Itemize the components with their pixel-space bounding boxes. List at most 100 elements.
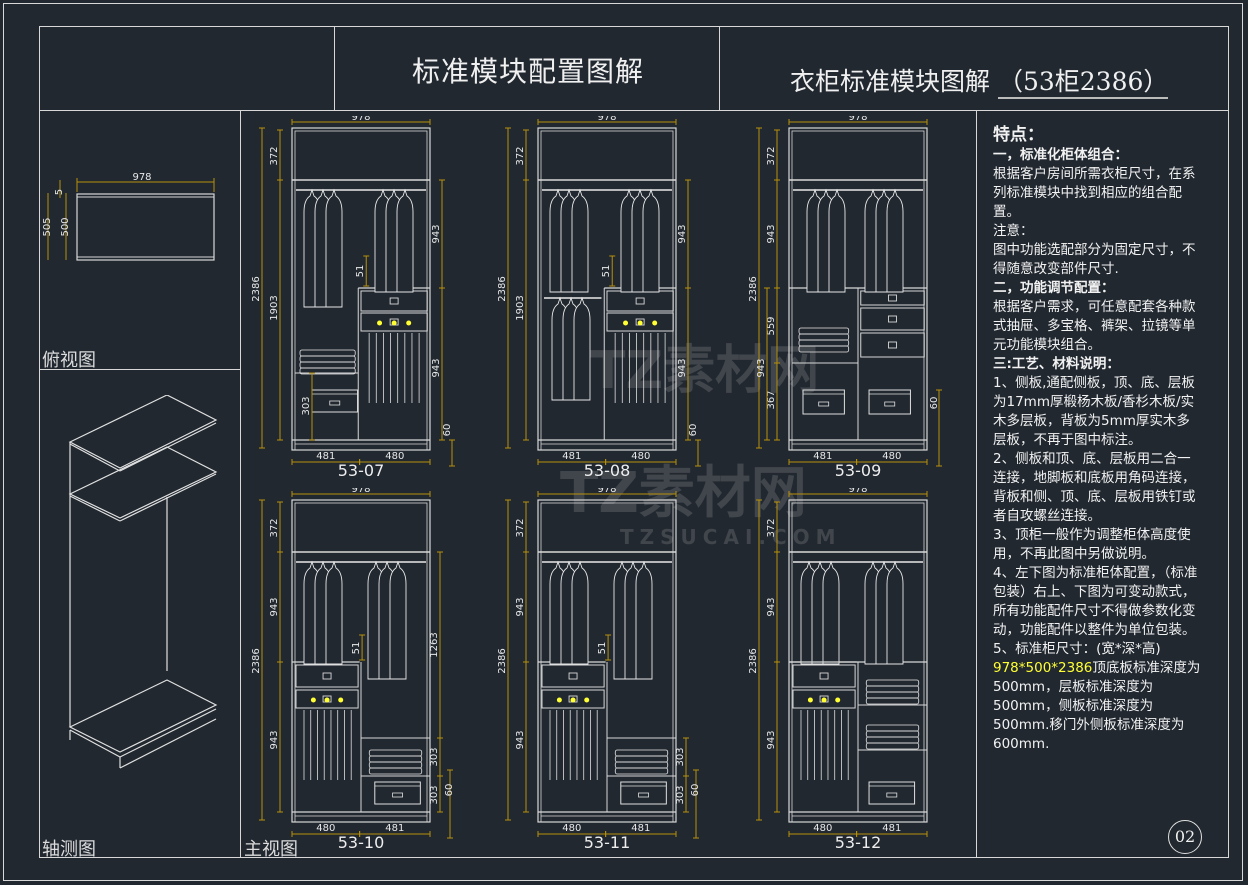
folded-clothes-icon: [865, 697, 920, 705]
dim-right-width: 481: [882, 823, 901, 834]
cabinet-code: 53-10: [338, 833, 385, 852]
drawer: [606, 290, 674, 312]
dim-plinth: 60: [444, 784, 455, 797]
frame-bottom: [39, 857, 1229, 858]
storage-box-icon: [620, 781, 667, 805]
dim-right-shelf-1: 303: [429, 747, 440, 766]
top-view-depth-inner: 500: [60, 217, 71, 236]
top-view-width: 978: [132, 172, 151, 183]
dim-top: 372: [766, 146, 777, 165]
dim-left-width: 481: [316, 451, 335, 462]
dim-width: 978: [597, 488, 616, 495]
garment-icon: [886, 560, 904, 665]
garment-icon: [325, 188, 343, 308]
dim-height: 2386: [497, 648, 508, 673]
pant-rack-knob-icon: [835, 697, 841, 703]
outer-frame-bottom: [3, 880, 1243, 881]
garment-icon: [325, 560, 343, 665]
drawer-handle-icon: [888, 294, 897, 302]
frame-right: [1228, 26, 1229, 858]
dim-small: 51: [355, 265, 366, 278]
notes-section-2-body: 根据客户需求，可任意配套各种款式抽屉、多宝格、裤架、拉镜等单元功能模块组合。: [993, 299, 1196, 353]
folded-clothes-icon: [614, 755, 669, 763]
drawer-handle-icon: [888, 341, 897, 349]
dim-right-upper: 943: [431, 224, 442, 243]
garment-icon: [571, 188, 589, 293]
drawer-handle-icon: [819, 672, 829, 680]
dim-left-width: 480: [562, 823, 581, 834]
folded-clothes-icon: [865, 685, 920, 693]
garment-icon: [396, 188, 414, 293]
folded-clothes-icon: [299, 367, 356, 375]
dim-plinth: 60: [690, 784, 701, 797]
dim-right-shelf-2: 303: [675, 785, 686, 804]
garment-icon: [635, 560, 653, 680]
storage-box-icon: [374, 781, 421, 805]
pant-rack-knob-icon: [570, 697, 576, 703]
dim-small: 51: [597, 642, 608, 655]
drawer-handle-icon: [888, 315, 897, 323]
notes-section-1-title: 一，标准化柜体组合：: [993, 147, 1128, 163]
pant-rack-knob-icon: [807, 697, 813, 703]
dim-lower-total: 943: [756, 358, 767, 377]
cabinet-code: 53-11: [584, 833, 631, 852]
watermark-brand-1: TZ素材网: [590, 341, 820, 401]
notes-section-1-body: 根据客户房间所需衣柜尺寸，在系列标准模块中找到相应的组合配置。: [993, 166, 1196, 220]
top-view-drawing: 978 505 500 5: [42, 172, 215, 261]
dim-plinth: 60: [688, 424, 699, 437]
page-number: 02: [1168, 820, 1202, 854]
pant-rack-knob-icon: [391, 320, 397, 326]
notes-p5-dims: 978*500*2386: [993, 660, 1093, 676]
dim-left-inner: 1903: [515, 295, 526, 320]
garment-icon: [822, 560, 840, 665]
dim-height: 2386: [251, 648, 262, 673]
pant-rack-knob-icon: [637, 320, 643, 326]
pant-rack-knob-icon: [652, 320, 658, 326]
dim-left-upper: 943: [515, 597, 526, 616]
folded-clothes-icon: [299, 349, 356, 357]
garment-icon: [571, 560, 589, 665]
garment-icon: [573, 296, 591, 401]
pant-rack-knob-icon: [623, 320, 629, 326]
folded-clothes-icon: [865, 742, 920, 750]
drawer-handle-icon: [389, 297, 399, 305]
dim-left-lower: 943: [269, 730, 280, 749]
notes-p5-prefix: 5、标准柜尺寸：(宽*深*高): [993, 641, 1161, 657]
drawer: [860, 290, 925, 306]
garment-icon: [828, 188, 846, 293]
top-view-depth-outer: 505: [42, 217, 53, 236]
dim-plinth: 60: [442, 424, 453, 437]
pant-rack-drawer: [295, 689, 359, 709]
dim-height: 2386: [748, 276, 759, 301]
dim-right-shelf-1: 303: [675, 747, 686, 766]
folded-clothes-icon: [865, 691, 920, 699]
dim-top: 372: [515, 518, 526, 537]
pant-rack-knob-icon: [821, 697, 827, 703]
watermark-url: TZSUCAI.COM: [620, 525, 842, 549]
dim-width: 978: [351, 488, 370, 495]
dim-left-width: 481: [562, 451, 581, 462]
folded-clothes-icon: [299, 361, 356, 369]
dim-right-width: 480: [882, 451, 901, 462]
drawer: [792, 664, 856, 688]
axonometric-view-label: 轴测图: [42, 839, 96, 860]
notes-panel: 特点： 一，标准化柜体组合： 根据客户房间所需衣柜尺寸，在系列标准模块中找到相应…: [993, 124, 1203, 754]
pant-rack-drawer: [541, 689, 605, 709]
drawer: [860, 332, 925, 358]
pant-rack-drawer: [360, 312, 428, 332]
folded-clothes-icon: [614, 761, 669, 769]
dim-right-upper: 943: [677, 224, 688, 243]
left-panel-hsplit: [39, 369, 241, 370]
drawer: [360, 290, 428, 312]
dim-left-upper: 943: [766, 597, 777, 616]
dim-plinth: 60: [929, 397, 940, 410]
axonometric-drawing: [68, 395, 218, 769]
top-view-label: 俯视图: [42, 350, 96, 371]
dim-right-shelf-2: 303: [429, 785, 440, 804]
dim-top: 372: [269, 518, 280, 537]
storage-box-icon: [868, 389, 911, 415]
notes-section-3-p4: 4、左下图为标准柜体配置，（标准包装）右上、下图为可变动款式，所有功能配件尺寸不…: [993, 565, 1198, 638]
